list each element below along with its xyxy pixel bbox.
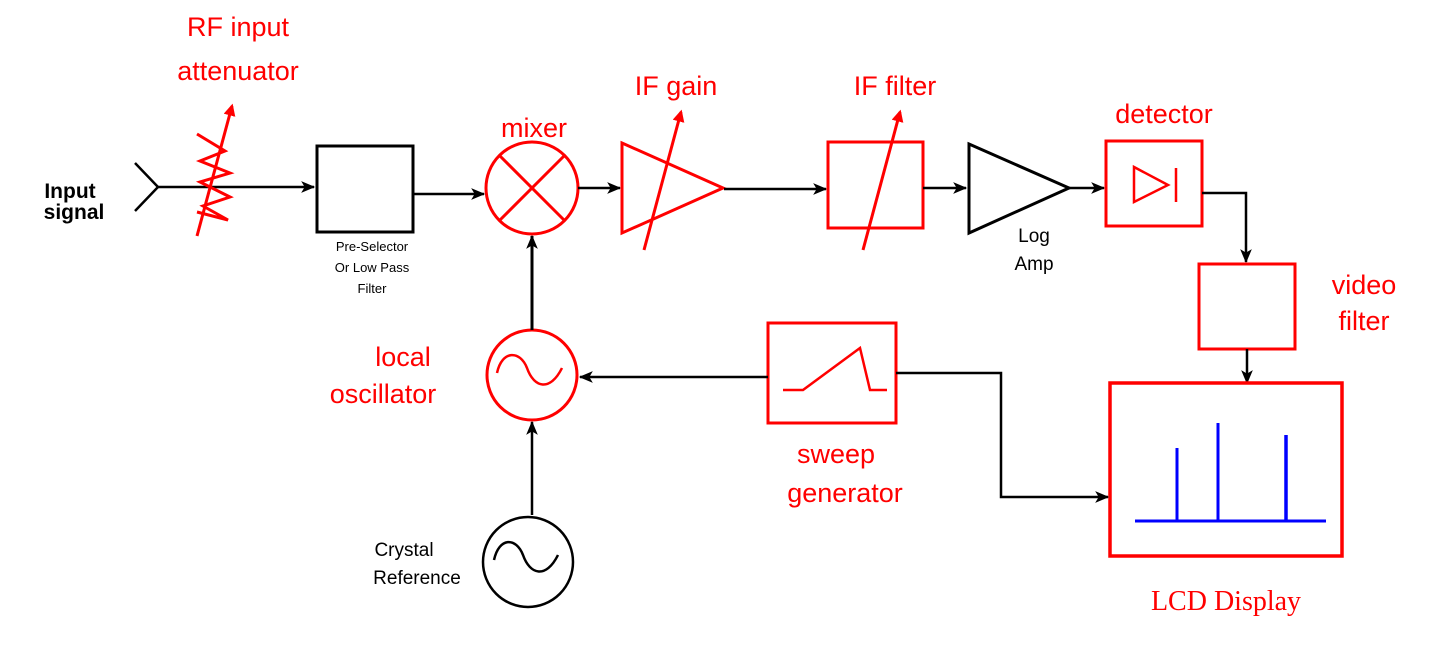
local-oscillator-label-line1: local bbox=[375, 342, 431, 372]
input-signal: Input signal bbox=[44, 162, 160, 224]
log-amp-block: Log Amp bbox=[967, 141, 1073, 275]
rf-attenuator-label-line1: RF input bbox=[187, 12, 290, 42]
pre-selector-box bbox=[315, 144, 415, 234]
log-amp-label-line1: Log bbox=[1018, 226, 1050, 247]
pre-selector-block: Pre-Selector Or Low Pass Filter bbox=[315, 144, 415, 296]
local-oscillator-block: local oscillator bbox=[330, 328, 579, 422]
sweep-generator-block: sweep generator bbox=[766, 321, 903, 508]
pre-selector-label-line2: Or Low Pass bbox=[335, 260, 410, 275]
local-oscillator-circle bbox=[485, 328, 579, 422]
if-gain-block: IF gain bbox=[620, 71, 727, 251]
input-signal-label-line2: signal bbox=[44, 201, 105, 224]
detector-block: detector bbox=[1104, 99, 1213, 228]
pre-selector-label-line1: Pre-Selector bbox=[336, 239, 409, 254]
lcd-display-block: LCD Display bbox=[1108, 381, 1344, 617]
sweep-generator-label-line2: generator bbox=[787, 478, 903, 508]
input-signal-label-line1: Input bbox=[44, 180, 95, 203]
video-filter-label-line1: video bbox=[1332, 270, 1397, 300]
attenuator-adjust-arrow-icon bbox=[195, 103, 236, 237]
detector-box bbox=[1104, 139, 1204, 228]
sweep-generator-box bbox=[766, 321, 898, 425]
crystal-reference-label-line1: Crystal bbox=[374, 540, 433, 561]
diode-icon bbox=[1132, 164, 1178, 205]
log-amp-label-line2: Amp bbox=[1014, 254, 1053, 275]
sine-wave-icon bbox=[492, 540, 560, 573]
if-gain-adjust-arrow-icon bbox=[642, 109, 685, 251]
variable-resistor-icon bbox=[195, 132, 235, 222]
local-oscillator-label-line2: oscillator bbox=[330, 379, 437, 409]
lcd-display-label: LCD Display bbox=[1151, 586, 1301, 617]
rf-attenuator-label-line2: attenuator bbox=[177, 56, 299, 86]
video-filter-label-line2: filter bbox=[1338, 306, 1389, 336]
pre-selector-label-line3: Filter bbox=[358, 281, 388, 296]
wire-detector-to-videofilter bbox=[1202, 191, 1252, 264]
mixer-block: mixer bbox=[484, 113, 580, 236]
crystal-reference-label-line2: Reference bbox=[373, 568, 461, 589]
sweep-generator-label-line1: sweep bbox=[797, 439, 875, 469]
amplifier-triangle-icon bbox=[620, 140, 727, 236]
crystal-reference-circle bbox=[481, 515, 575, 609]
lcd-display-box bbox=[1108, 381, 1344, 558]
sine-wave-icon bbox=[495, 353, 564, 386]
input-connector-icon bbox=[134, 162, 160, 212]
ramp-waveform-icon bbox=[783, 345, 887, 392]
rf-attenuator: RF input attenuator bbox=[177, 12, 299, 237]
if-filter-box bbox=[826, 140, 925, 230]
video-filter-block: video filter bbox=[1197, 262, 1397, 351]
crystal-reference-block: Crystal Reference bbox=[373, 515, 575, 609]
if-filter-block: IF filter bbox=[826, 71, 937, 251]
video-filter-box bbox=[1197, 262, 1297, 351]
if-filter-label: IF filter bbox=[854, 71, 937, 101]
log-amp-triangle-icon bbox=[967, 141, 1073, 236]
if-gain-label: IF gain bbox=[635, 71, 718, 101]
mixer-cross-icon-line2 bbox=[497, 153, 567, 223]
mixer-label: mixer bbox=[501, 113, 567, 143]
if-filter-adjust-arrow-icon bbox=[861, 109, 904, 251]
detector-label: detector bbox=[1115, 99, 1213, 129]
wire-sweep-to-lcd bbox=[896, 371, 1110, 503]
